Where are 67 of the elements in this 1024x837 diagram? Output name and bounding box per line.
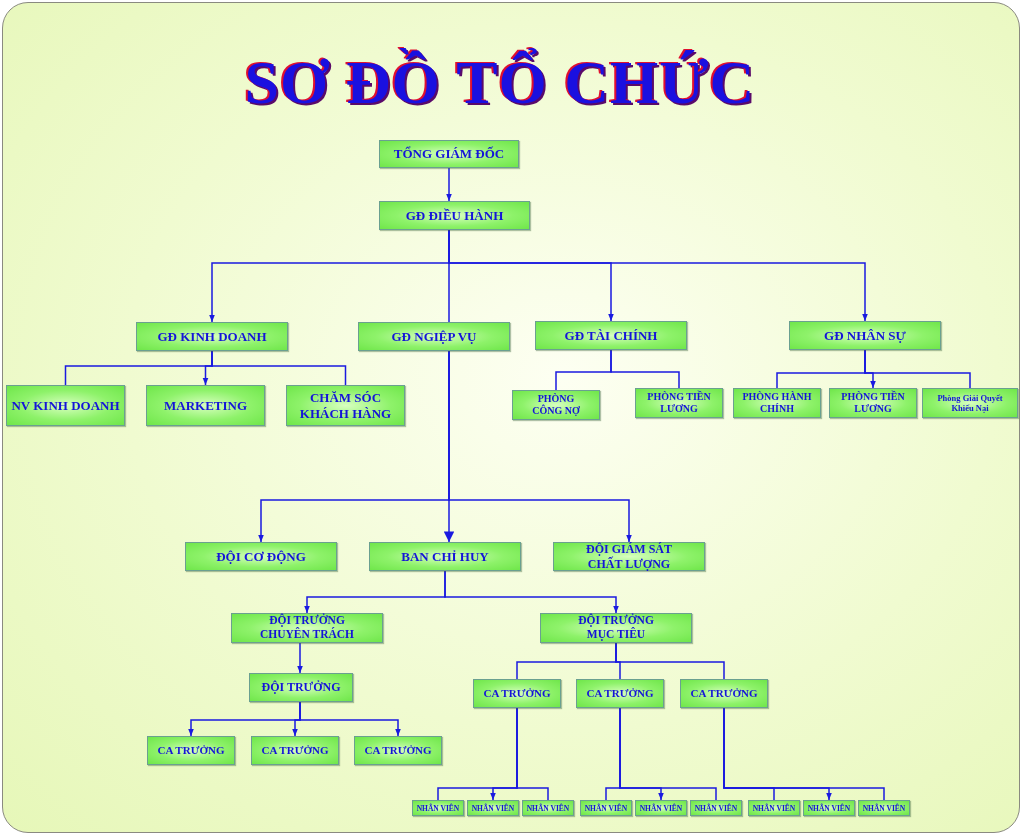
box-label: PHÒNG TIỀN LƯƠNG xyxy=(840,391,906,415)
org-box xyxy=(580,800,632,816)
box-label: NV KINH DOANH xyxy=(11,397,120,414)
org-box xyxy=(829,388,917,418)
box-label: MARKETING xyxy=(163,397,248,414)
org-box xyxy=(6,385,125,426)
org-box xyxy=(680,679,768,708)
org-box xyxy=(690,800,742,816)
connector-arrow xyxy=(297,642,303,674)
box-label: CHĂM SÓC KHÁCH HÀNG xyxy=(299,389,392,422)
box-label: BAN CHỈ HUY xyxy=(401,548,489,565)
org-box xyxy=(635,388,723,418)
org-box xyxy=(858,800,910,816)
org-box xyxy=(922,388,1018,418)
org-box xyxy=(635,800,687,816)
box-label: CA TRƯỞNG xyxy=(483,686,551,701)
org-box xyxy=(535,321,687,350)
box-label: ĐỘI CƠ ĐỘNG xyxy=(216,548,306,565)
org-box xyxy=(748,800,800,816)
connector-arrow xyxy=(444,570,619,614)
box-label: GĐ ĐIỀU HÀNH xyxy=(405,207,504,224)
org-box xyxy=(512,390,600,420)
org-box xyxy=(379,201,530,230)
chart-title: SƠ ĐỒ TỔ CHỨC xyxy=(243,47,757,118)
box-label: ĐỘI TRƯỞNG MỤC TIÊU xyxy=(577,614,655,642)
box-label: GĐ TÀI CHÍNH xyxy=(564,327,658,344)
box-label: ĐỘI TRƯỞNG CHUYÊN TRÁCH xyxy=(258,614,355,642)
org-box xyxy=(251,736,339,765)
org-box xyxy=(354,736,442,765)
org-box xyxy=(522,800,574,816)
box-label: CA TRƯỞNG xyxy=(364,743,432,758)
box-label: GĐ NHÂN SỰ xyxy=(824,327,906,344)
box-label: PHÒNG HÀNH CHÍNH xyxy=(741,391,813,415)
org-box xyxy=(358,322,510,351)
org-box xyxy=(249,673,353,702)
org-box xyxy=(231,613,383,643)
org-box xyxy=(286,385,405,426)
org-box xyxy=(733,388,821,418)
box-label: GĐ KINH DOANH xyxy=(157,328,267,345)
box-label: CA TRƯỞNG xyxy=(586,686,654,701)
org-box xyxy=(467,800,519,816)
box-label: TỔNG GIÁM ĐỐC xyxy=(393,146,505,162)
org-box xyxy=(146,385,265,426)
org-box xyxy=(803,800,855,816)
org-box xyxy=(185,542,337,571)
box-label: PHÒNG CÔNG NỢ xyxy=(531,393,581,417)
org-box xyxy=(147,736,235,765)
org-box xyxy=(789,321,941,350)
box-label: ĐỘI TRƯỞNG xyxy=(261,680,341,695)
org-box xyxy=(369,542,521,571)
org-box xyxy=(412,800,464,816)
org-box xyxy=(553,542,705,571)
connector-arrow xyxy=(299,701,401,737)
org-box xyxy=(136,322,288,351)
box-label: Phòng Giải Quyết Khiếu Nại xyxy=(936,392,1004,414)
box-label: CA TRƯỞNG xyxy=(157,743,225,758)
box-label: PHÒNG TIỀN LƯƠNG xyxy=(646,391,712,415)
connector-arrow xyxy=(446,167,452,202)
box-label: ĐỘI GIÁM SÁT CHẤT LƯỢNG xyxy=(585,542,673,571)
org-box xyxy=(540,613,692,643)
org-box xyxy=(473,679,561,708)
org-box xyxy=(379,140,519,168)
connector-arrow xyxy=(448,350,632,543)
org-box xyxy=(576,679,664,708)
box-label: CA TRƯỞNG xyxy=(261,743,329,758)
box-label: CA TRƯỞNG xyxy=(690,686,758,701)
box-label: GĐ NGIỆP VỤ xyxy=(391,328,477,345)
